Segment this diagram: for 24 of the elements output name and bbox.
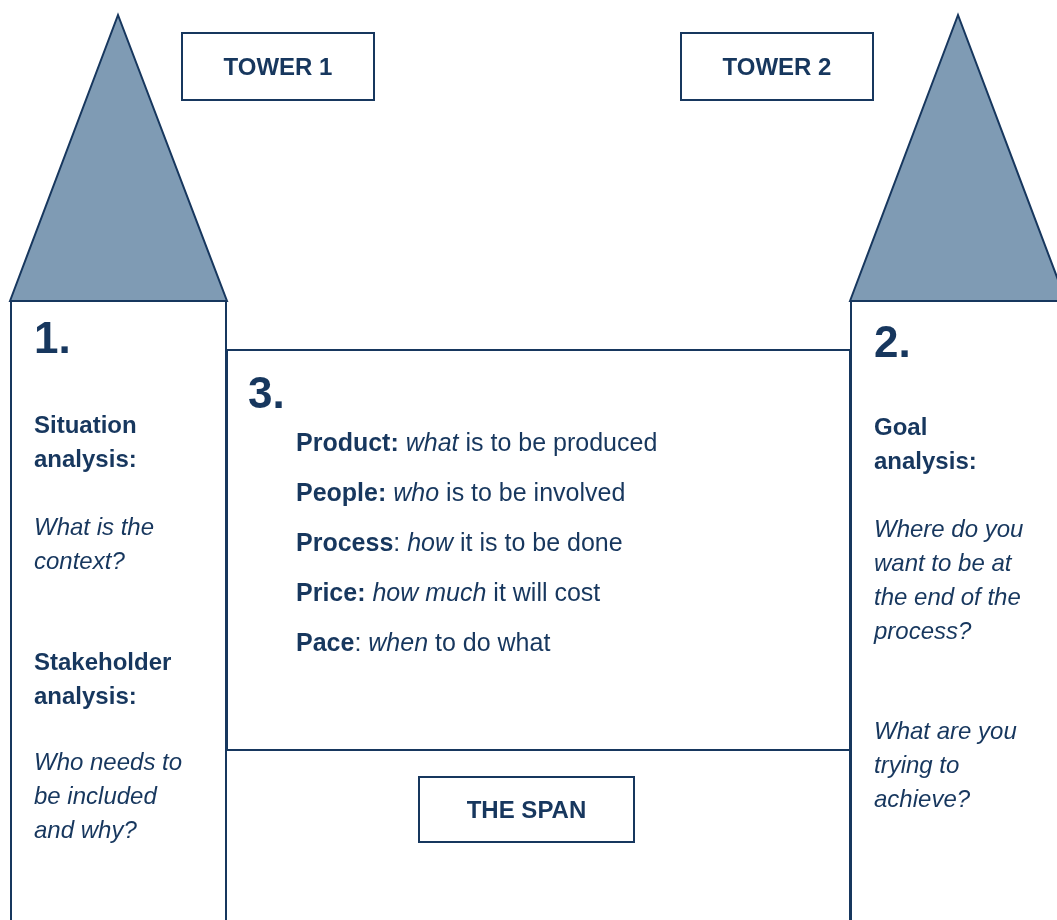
section-number: 1.: [34, 314, 72, 362]
section-number: 2.: [874, 318, 912, 366]
title-text: TOWER 2: [722, 51, 832, 82]
question-text: What are you trying to achieve?: [874, 716, 1018, 814]
title-text: TOWER 1: [223, 51, 333, 82]
tower-roof: [848, 12, 1057, 302]
list-item: Pace: when to do what: [296, 627, 552, 658]
title-box: [181, 32, 375, 101]
title-text: THE SPAN: [466, 794, 587, 825]
section-number: 3.: [248, 369, 286, 417]
span-panel: [226, 349, 851, 751]
list-item: People: who is to be involved: [296, 477, 627, 508]
question-text: Who needs to be included and why?: [34, 747, 184, 845]
title-box: [680, 32, 874, 101]
section-heading: Situation analysis:: [34, 410, 138, 474]
section-heading: Stakeholder analysis:: [34, 647, 173, 711]
tower-body: [10, 300, 227, 920]
list-item: Price: how much it will cost: [296, 577, 602, 608]
title-box: [418, 776, 635, 843]
section-heading: Goal analysis:: [874, 412, 978, 476]
question-text: Where do you want to be at the end of the process?: [874, 514, 1024, 646]
list-item: Process: how it is to be done: [296, 527, 624, 558]
question-text: What is the context?: [34, 512, 156, 576]
list-item: Product: what is to be produced: [296, 427, 659, 458]
